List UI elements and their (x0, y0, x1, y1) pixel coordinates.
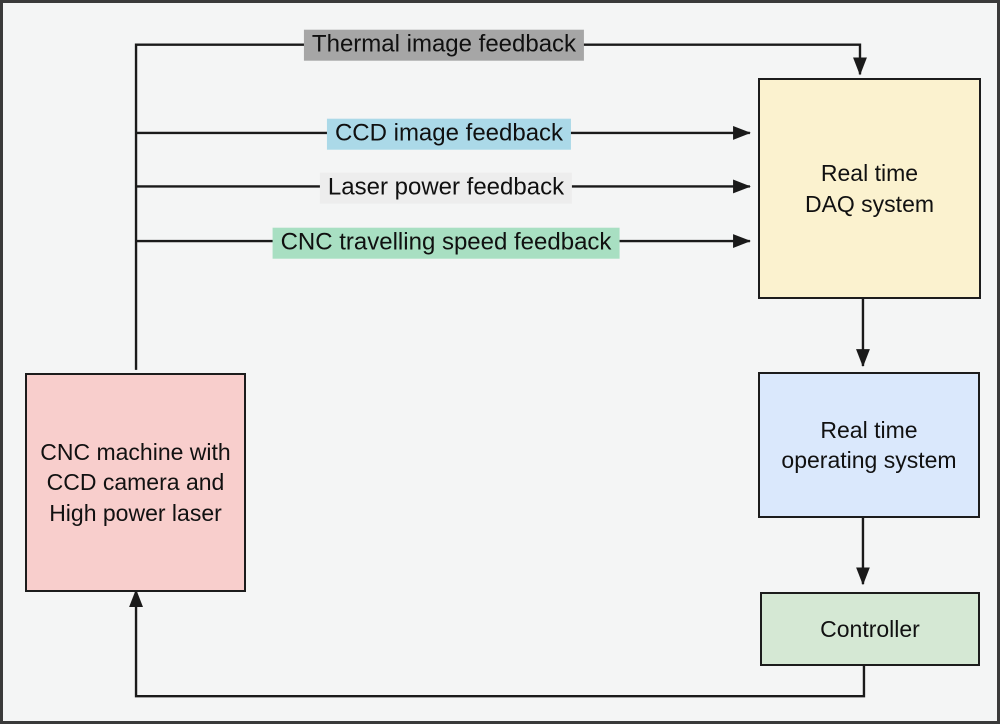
controller-box: Controller (760, 592, 980, 666)
daq-system-box: Real time DAQ system (758, 78, 981, 299)
thermal-feedback-label: Thermal image feedback (303, 29, 585, 61)
laser-feedback-label: Laser power feedback (319, 172, 573, 204)
rtos-box: Real time operating system (758, 372, 980, 518)
ccd-feedback-label: CCD image feedback (326, 118, 572, 150)
speed-feedback-label: CNC travelling speed feedback (272, 227, 620, 259)
wire-thermal-feedback (134, 43, 867, 370)
wire-controller-to-cnc (129, 589, 866, 698)
cnc-machine-box: CNC machine with CCD camera and High pow… (25, 373, 246, 592)
